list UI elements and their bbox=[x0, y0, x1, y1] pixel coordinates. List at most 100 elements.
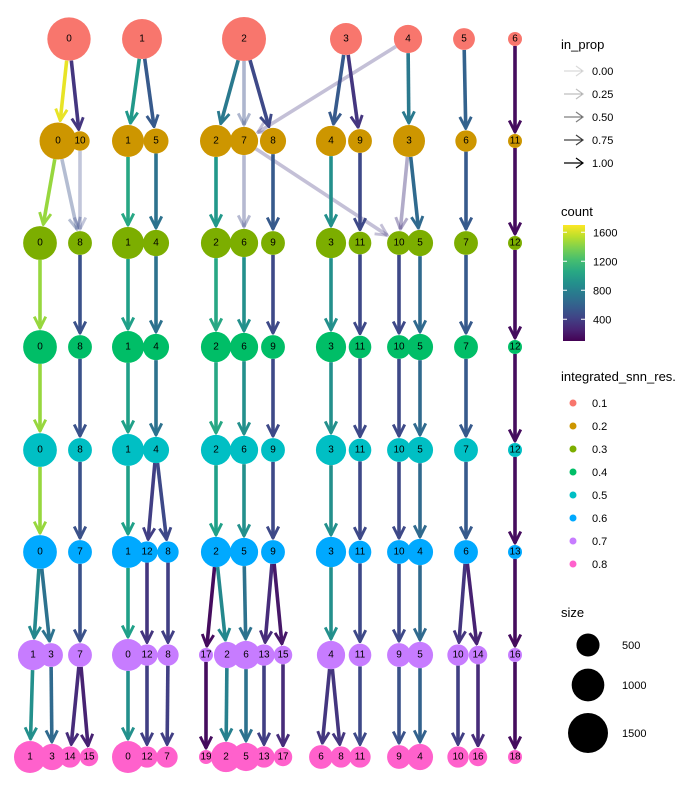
node-label: 12 bbox=[509, 238, 521, 249]
legend-count-title: count bbox=[561, 204, 593, 219]
node-circle bbox=[387, 540, 411, 564]
node-level2-cluster-1: 1 bbox=[111, 226, 145, 260]
legend-in-prop-item: 1.00 bbox=[564, 157, 613, 170]
node-label: 11 bbox=[510, 136, 521, 147]
edge-level6-0-to-0 bbox=[31, 670, 33, 739]
node-circle bbox=[136, 746, 158, 768]
node-label: 7 bbox=[77, 547, 83, 558]
node-level1-cluster-6: 6 bbox=[455, 130, 477, 152]
node-label: 1 bbox=[125, 238, 131, 249]
node-circle bbox=[253, 746, 275, 768]
node-circle bbox=[348, 438, 372, 462]
legend-dot-icon bbox=[569, 399, 577, 407]
node-circle bbox=[122, 19, 162, 59]
legend-size-label: 500 bbox=[622, 640, 640, 652]
node-level1-cluster-2: 2 bbox=[199, 124, 233, 158]
node-label: 7 bbox=[164, 752, 170, 763]
edge-level1-0-to-0 bbox=[43, 158, 57, 224]
legend-size-item: 500 bbox=[576, 633, 640, 657]
edge-level5-5-to-6 bbox=[207, 566, 217, 646]
legend-resolution-title: integrated_snn_res. bbox=[561, 369, 676, 384]
node-level6-cluster-9: 9 bbox=[387, 643, 411, 667]
node-level6-cluster-8: 8 bbox=[157, 644, 179, 666]
legend-resolution-item: 0.2 bbox=[569, 421, 607, 433]
node-circle bbox=[111, 433, 145, 467]
node-label: 2 bbox=[223, 752, 229, 763]
legend-arrow-head-icon bbox=[575, 111, 585, 123]
node-circle bbox=[316, 640, 346, 670]
edge-level0-0-to-1 bbox=[69, 60, 78, 130]
node-circle bbox=[454, 540, 478, 564]
node-circle bbox=[210, 741, 242, 773]
node-circle bbox=[508, 134, 522, 148]
node-label: 12 bbox=[509, 445, 521, 456]
node-level0-cluster-0: 0 bbox=[47, 17, 91, 61]
node-level5-cluster-7: 7 bbox=[68, 540, 92, 564]
node-label: 2 bbox=[224, 650, 230, 661]
node-label: 3 bbox=[328, 445, 334, 456]
legend-dot-icon bbox=[569, 537, 577, 545]
node-level2-cluster-2: 2 bbox=[200, 227, 232, 259]
node-label: 8 bbox=[77, 445, 83, 456]
legend-dot-icon bbox=[569, 445, 577, 453]
node-label: 19 bbox=[200, 752, 212, 763]
edge-level6-1-to-1 bbox=[51, 666, 52, 742]
node-label: 5 bbox=[417, 445, 423, 456]
node-label: 9 bbox=[270, 342, 276, 353]
node-level4-cluster-0: 0 bbox=[23, 433, 57, 467]
node-level5-cluster-9: 9 bbox=[261, 540, 285, 564]
node-circle bbox=[231, 742, 261, 772]
edge-level6-2-to-2 bbox=[71, 666, 81, 745]
node-level0-cluster-6: 6 bbox=[508, 32, 522, 46]
node-label: 4 bbox=[405, 34, 411, 45]
edge-level4-3-to-3 bbox=[148, 462, 157, 539]
node-circle bbox=[454, 438, 478, 462]
node-circle bbox=[23, 433, 57, 467]
node-label: 17 bbox=[277, 752, 289, 763]
node-level7-cluster-14: 14 bbox=[59, 746, 81, 768]
node-label: 1 bbox=[139, 34, 145, 45]
node-label: 8 bbox=[165, 650, 171, 661]
legend-in-prop-label: 0.50 bbox=[592, 112, 613, 124]
node-label: 1 bbox=[125, 136, 131, 147]
node-level4-cluster-5: 5 bbox=[406, 436, 434, 464]
node-label: 5 bbox=[243, 752, 249, 763]
node-label: 6 bbox=[241, 445, 247, 456]
legend-in-prop-label: 0.00 bbox=[592, 66, 613, 78]
legend-in-prop-item: 0.50 bbox=[564, 111, 613, 124]
edge-level0-3-to-8 bbox=[346, 54, 358, 127]
node-label: 3 bbox=[406, 136, 412, 147]
edge-level6-7-to-8 bbox=[226, 668, 227, 740]
node-circle bbox=[47, 17, 91, 61]
node-level4-cluster-6: 6 bbox=[229, 435, 259, 465]
legend-size-item: 1500 bbox=[568, 713, 646, 753]
node-label: 16 bbox=[509, 650, 521, 661]
edge-level1-5-to-9 bbox=[254, 147, 388, 236]
node-label: 11 bbox=[355, 650, 366, 661]
node-circle bbox=[454, 231, 478, 255]
legend-resolution-item: 0.7 bbox=[569, 536, 607, 548]
legend-arrow-head-icon bbox=[575, 134, 585, 146]
node-level3-cluster-8: 8 bbox=[68, 335, 92, 359]
node-level7-cluster-3: 3 bbox=[38, 743, 66, 771]
node-label: 10 bbox=[393, 547, 405, 558]
node-level6-cluster-14: 14 bbox=[468, 645, 488, 665]
legend-count-label: 1200 bbox=[593, 256, 617, 268]
node-level5-cluster-1: 1 bbox=[111, 535, 145, 569]
node-label: 6 bbox=[241, 238, 247, 249]
node-circle bbox=[68, 540, 92, 564]
node-circle bbox=[229, 228, 259, 258]
node-circle bbox=[508, 236, 522, 250]
node-circle bbox=[315, 227, 347, 259]
legend-arrow-head-icon bbox=[575, 88, 585, 100]
node-circle bbox=[348, 129, 372, 153]
legend-dot-icon bbox=[569, 560, 577, 568]
node-circle bbox=[156, 746, 178, 768]
node-level7-cluster-16: 16 bbox=[468, 747, 488, 767]
node-label: 0 bbox=[66, 34, 72, 45]
node-level3-cluster-4: 4 bbox=[142, 333, 170, 361]
legend-resolution-label: 0.3 bbox=[592, 444, 607, 456]
node-label: 8 bbox=[338, 752, 344, 763]
node-circle bbox=[259, 127, 287, 155]
edge-level5-6-to-8 bbox=[244, 566, 245, 639]
